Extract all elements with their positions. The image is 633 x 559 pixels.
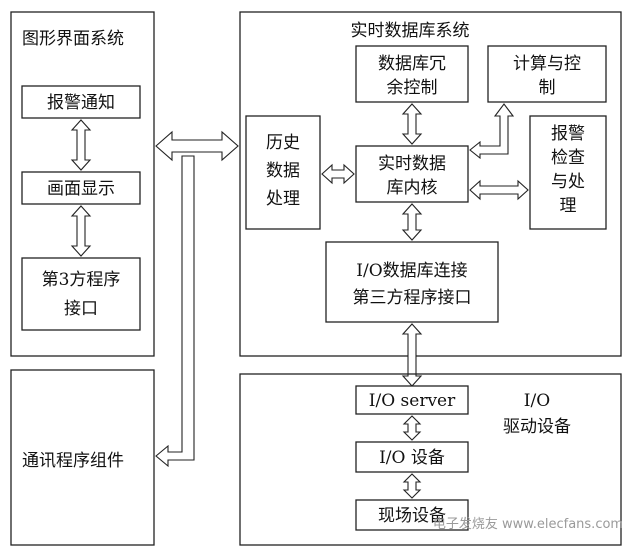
compute-control-line-1: 计算与控: [513, 54, 581, 74]
compute-control-line-2: 制: [539, 78, 556, 98]
field-device-label: 现场设备: [378, 506, 446, 526]
comm-component-frame: [10, 369, 155, 546]
watermark-text: 电子发烧友 www.elecfans.com: [433, 516, 623, 532]
alarm-check-line-2: 检查: [551, 148, 585, 168]
io-server-label: I/O server: [369, 391, 456, 411]
rtdb-kernel-line-2: 库内核: [387, 178, 438, 198]
io-connection-box: [325, 241, 499, 323]
alarm-check-line-1: 报警: [551, 124, 585, 144]
alarm-check-box: [529, 115, 607, 230]
history-processing-line-2: 数据: [266, 161, 300, 181]
comm-component-label: 通讯程序组件: [22, 451, 124, 471]
double-arrow-alarm-screen: [70, 119, 92, 171]
double-arrow-iodevice-fielddevice: [402, 473, 422, 499]
redundancy-control-box: [355, 45, 469, 103]
double-arrow-kernel-compute: [469, 103, 515, 160]
io-device-label: I/O 设备: [379, 448, 445, 468]
rtdb-system-frame: [239, 11, 622, 357]
io-device-box: [355, 441, 469, 473]
history-processing-line-3: 处理: [266, 189, 300, 209]
gui-system-title: 图形界面系统: [22, 29, 124, 49]
third-party-interface-line-1: 第3方程序: [42, 270, 121, 290]
io-connection-line-2: 第三方程序接口: [353, 288, 472, 308]
third-party-interface-box: [21, 257, 141, 331]
io-section-title-line-2: 驱动设备: [503, 417, 571, 437]
third-party-interface-line-2: 接口: [64, 299, 98, 319]
io-connection-line-1: I/O数据库连接: [356, 261, 467, 281]
gui-system-frame: [10, 11, 155, 357]
double-arrow-history-kernel: [321, 163, 355, 185]
alarm-notify-label: 报警通知: [47, 93, 115, 113]
io-section-title-line-1: I/O: [524, 391, 550, 411]
screen-display-label: 画面显示: [47, 179, 115, 199]
screen-display-box: [21, 171, 141, 205]
double-arrow-comm-rtdb: [155, 155, 195, 468]
alarm-notify-box: [21, 85, 141, 119]
double-arrow-screen-thirdparty: [70, 205, 92, 257]
history-processing-box: [245, 115, 321, 230]
double-arrow-redundancy-kernel: [401, 103, 423, 145]
double-arrow-ioconnection-ioserver: [401, 323, 423, 387]
io-server-box: [355, 385, 469, 415]
double-arrow-kernel-ioconnection: [401, 203, 423, 241]
double-arrow-kernel-alarmcheck: [469, 179, 529, 201]
history-processing-line-1: 历史: [266, 133, 300, 153]
rtdb-system-title: 实时数据库系统: [351, 21, 470, 41]
redundancy-control-line-2: 余控制: [387, 78, 438, 98]
field-device-box: [355, 499, 469, 531]
rtdb-kernel-box: [355, 145, 469, 203]
alarm-check-line-4: 理: [560, 196, 577, 216]
rtdb-kernel-line-1: 实时数据: [378, 154, 446, 174]
compute-control-box: [487, 45, 607, 103]
io-section-frame: [239, 373, 622, 546]
alarm-check-line-3: 与处: [551, 172, 585, 192]
double-arrow-ioserver-iodevice: [402, 415, 422, 441]
double-arrow-gui-rtdb: [155, 130, 239, 162]
redundancy-control-line-1: 数据库冗: [378, 54, 446, 74]
